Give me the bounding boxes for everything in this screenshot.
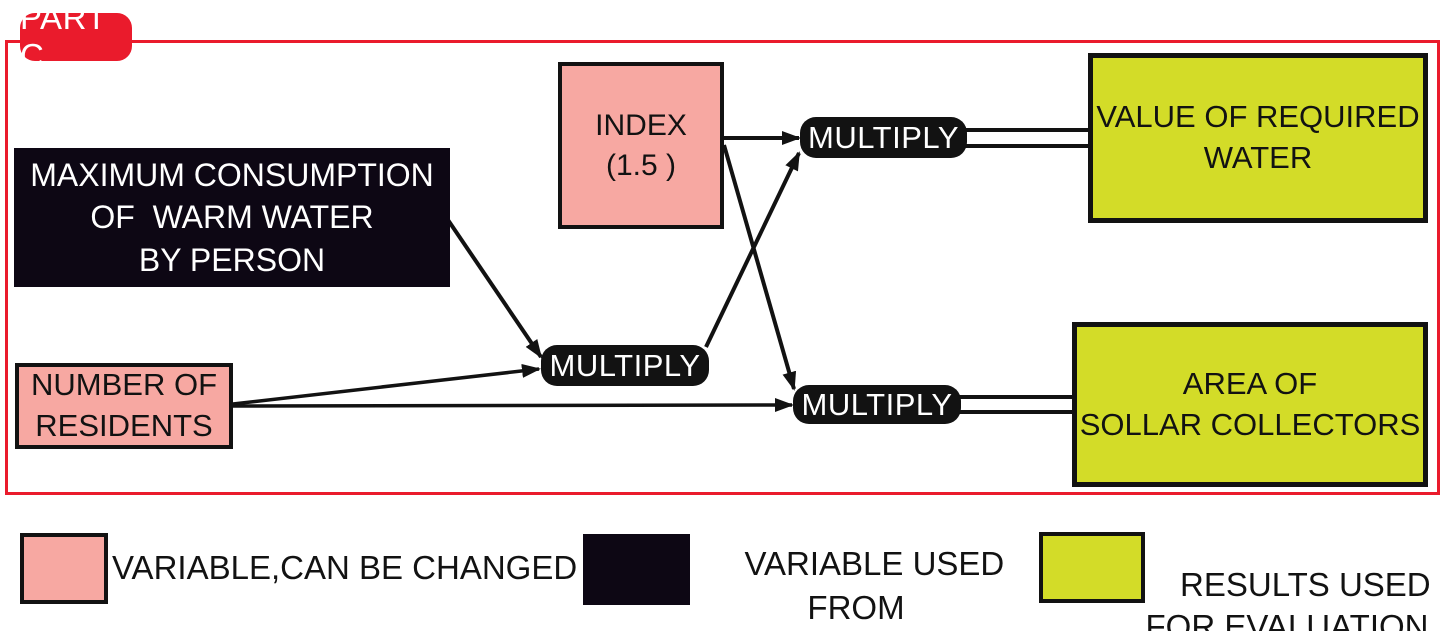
operator-multiply-top: MULTIPLY (800, 117, 967, 158)
node-value-of-required-water: VALUE OF REQUIRED WATER (1088, 53, 1428, 223)
connector-index-to-multiply-bottom (722, 144, 797, 391)
operator-multiply-mid-label: MULTIPLY (549, 347, 701, 383)
operator-multiply-bottom-label: MULTIPLY (801, 386, 953, 422)
connector-maxconsumption-to-multiply-mid (446, 218, 543, 359)
legend-label-results-text: RESULTS USED FOR EVALUATION (1145, 566, 1431, 631)
legend-label-results: RESULTS USED FOR EVALUATION (1112, 522, 1449, 631)
node-max-consumption-label: MAXIMUM CONSUMPTION OF WARM WATER BY PER… (30, 157, 434, 278)
node-index: INDEX (1.5 ) (558, 62, 724, 229)
operator-multiply-mid: MULTIPLY (541, 345, 709, 386)
legend-swatch-other-research (583, 534, 690, 605)
node-number-of-residents-label: NUMBER OF RESIDENTS (31, 367, 217, 443)
legend-label-other-research: VARIABLE USED FROM OTHER RESEARCH (CAN B… (660, 498, 1052, 631)
node-number-of-residents: NUMBER OF RESIDENTS (15, 363, 233, 449)
legend-label-other-research-text: VARIABLE USED FROM OTHER RESEARCH (CAN B… (744, 544, 1005, 626)
legend-swatch-results (1039, 532, 1145, 603)
connector-residents-to-multiply-bottom (232, 398, 794, 413)
node-index-label: INDEX (1.5 ) (595, 108, 687, 182)
node-area-of-sollar-collectors-label: AREA OF SOLLAR COLLECTORS (1079, 365, 1421, 442)
legend-label-variable: VARIABLE,CAN BE CHANGED (112, 533, 577, 604)
legend-swatch-variable (20, 533, 108, 604)
part-c-badge: PART C (20, 0, 132, 74)
operator-multiply-bottom: MULTIPLY (793, 385, 961, 424)
connector-multiply-mid-to-multiply-top (704, 151, 801, 348)
node-value-of-required-water-label: VALUE OF REQUIRED WATER (1096, 99, 1420, 175)
part-c-label: PART C (20, 0, 107, 74)
node-max-consumption: MAXIMUM CONSUMPTION OF WARM WATER BY PER… (14, 148, 450, 287)
legend-label-variable-text: VARIABLE,CAN BE CHANGED (112, 549, 578, 587)
connector-residents-to-multiply-mid (232, 363, 541, 406)
operator-multiply-top-label: MULTIPLY (808, 119, 959, 155)
node-area-of-sollar-collectors: AREA OF SOLLAR COLLECTORS (1072, 322, 1428, 487)
part-c-frame (5, 40, 1440, 495)
